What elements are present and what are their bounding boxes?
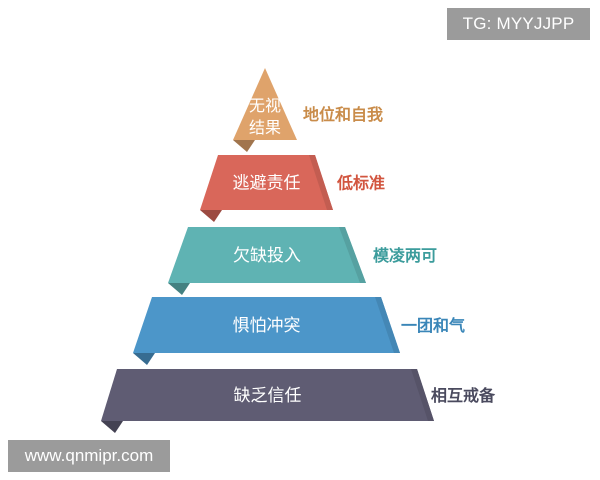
level-band: [200, 155, 333, 210]
pyramid-level-3: 欠缺投入 模凌两可: [168, 227, 437, 295]
pyramid-level-5: 缺乏信任 相互戒备: [101, 369, 496, 433]
level-edge: [411, 369, 434, 421]
level-inner-text: 缺乏信任: [234, 386, 302, 406]
level-band: [101, 369, 434, 421]
level-inner-text: 惧怕冲突: [233, 316, 301, 336]
level-fold-shadow: [101, 421, 123, 433]
level-inner-text: 无视: [249, 96, 281, 115]
level-edge: [309, 155, 333, 210]
level-band: [168, 227, 366, 283]
level-inner-text: 欠缺投入: [233, 246, 301, 266]
level-edge: [339, 227, 366, 283]
pyramid-level-4: 惧怕冲突 一团和气: [133, 297, 465, 365]
level-outer-label: 地位和自我: [303, 105, 383, 124]
level-outer-label: 相互戒备: [431, 386, 496, 405]
level-fold-shadow: [133, 353, 155, 365]
level-inner-text: 逃避责任: [233, 174, 301, 194]
watermark-bottom-left: www.qnmipr.com: [8, 440, 170, 472]
level-outer-label: 模凌两可: [373, 246, 437, 265]
level-band: [133, 297, 400, 353]
level-outer-label: 低标准: [336, 174, 385, 193]
watermark-top-right: TG: MYYJJPP: [447, 8, 590, 40]
pyramid-level-2: 逃避责任 低标准: [200, 155, 385, 222]
level-inner-text: 结果: [249, 118, 281, 137]
level-fold-shadow: [200, 210, 222, 222]
level-edge: [375, 297, 400, 353]
level-fold-shadow: [168, 283, 190, 295]
level-fold-shadow: [233, 140, 255, 152]
level-outer-label: 一团和气: [401, 316, 465, 335]
level-band: [233, 68, 297, 140]
